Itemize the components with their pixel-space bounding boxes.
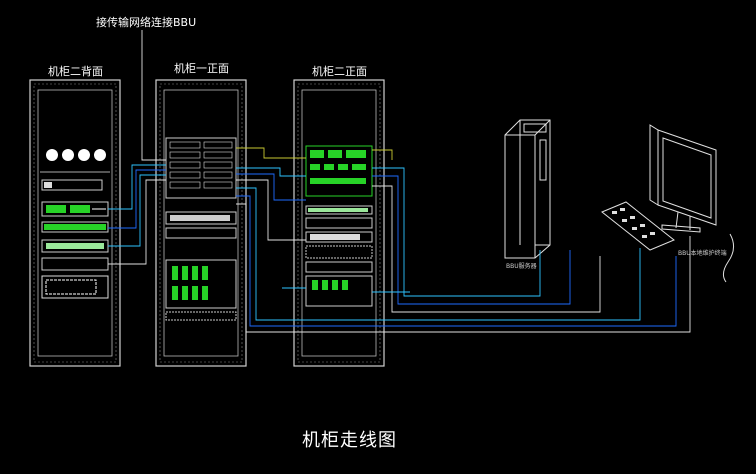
fan-icon xyxy=(78,149,90,161)
cabinet-2-back-label: 机柜二背面 xyxy=(48,65,103,78)
diagram-caption: 机柜走线图 xyxy=(302,430,397,451)
cabinet-1-front-label: 机柜一正面 xyxy=(174,62,229,75)
breaker-panel xyxy=(165,259,237,309)
server-label: BBU服务器 xyxy=(506,263,537,270)
power-panel xyxy=(305,275,373,307)
fan-icon xyxy=(62,149,74,161)
fan-icon xyxy=(46,149,58,161)
transmission-equipment xyxy=(305,145,373,197)
cable-network xyxy=(108,30,691,333)
power-distribution-unit xyxy=(41,275,109,299)
server-tower xyxy=(504,119,551,259)
cabinet-2-front-label: 机柜二正面 xyxy=(312,65,367,78)
terminal-label: BBU本地维护终端 xyxy=(678,250,727,257)
fan-icon xyxy=(94,149,106,161)
cabinet-2-back xyxy=(29,79,121,367)
maintenance-terminal xyxy=(601,124,734,283)
cabinet-1-front xyxy=(155,79,247,367)
cabinet-2-front xyxy=(293,79,385,367)
network-note: 接传输网络连接BBU xyxy=(96,16,197,29)
